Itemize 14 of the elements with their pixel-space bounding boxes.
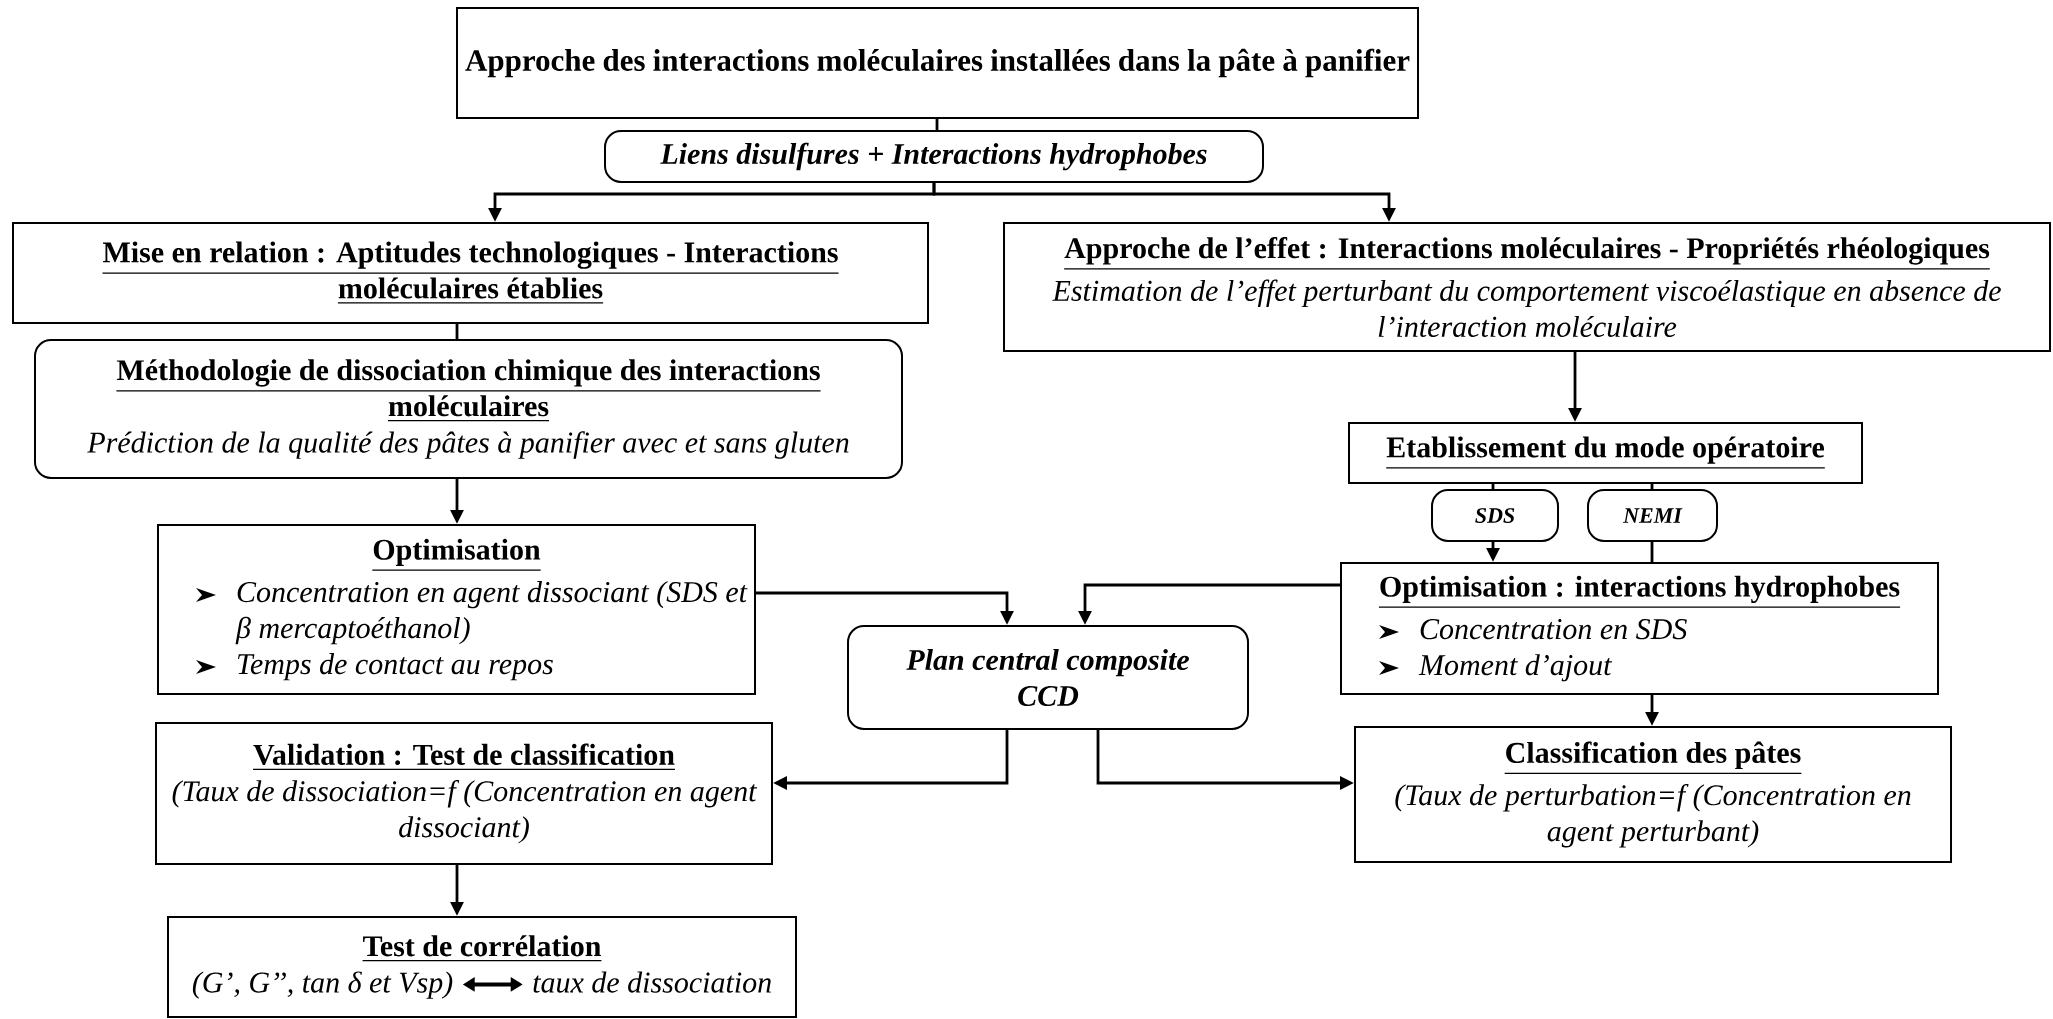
process-box: Test de corrélation (G’, G’’, tan δ et Vsp) taux de dissociation xyxy=(167,916,797,1018)
process-box: Approche de l’effet : Interactions moléculaires - Propriétés rhéologiques Estimation de l’effet perturbant du comportement viscoélastique en absence de l’interaction moléculaire xyxy=(1003,222,2051,352)
process-box: Liens disulfures + Interactions hydrophobes xyxy=(604,130,1264,183)
process-box: Optimisation Concentration en agent dissociant (SDS et β mercaptoéthanol) Temps de contact au repos xyxy=(157,524,756,695)
process-box: NEMI xyxy=(1587,489,1718,542)
title-box: Approche des interactions moléculaires installées dans la pâte à panifier xyxy=(456,7,1419,119)
process-box: Validation : Test de classification (Taux de dissociation=f (Concentration en agent dissociant) xyxy=(155,722,773,865)
process-box: SDS xyxy=(1431,489,1559,542)
process-box: Mise en relation : Aptitudes technologiques - Interactions moléculaires établies xyxy=(12,222,929,324)
process-box: Etablissement du mode opératoire xyxy=(1348,422,1863,484)
process-box: Plan central composite CCD xyxy=(847,625,1249,730)
process-box: Optimisation : interactions hydrophobes Concentration en SDS Moment d’ajout xyxy=(1340,562,1939,695)
process-box: Classification des pâtes (Taux de perturbation=f (Concentration en agent perturbant) xyxy=(1354,726,1952,863)
process-box: Méthodologie de dissociation chimique des interactions moléculaires Prédiction de la qualité des pâtes à panifier avec et sans gluten xyxy=(34,339,903,479)
